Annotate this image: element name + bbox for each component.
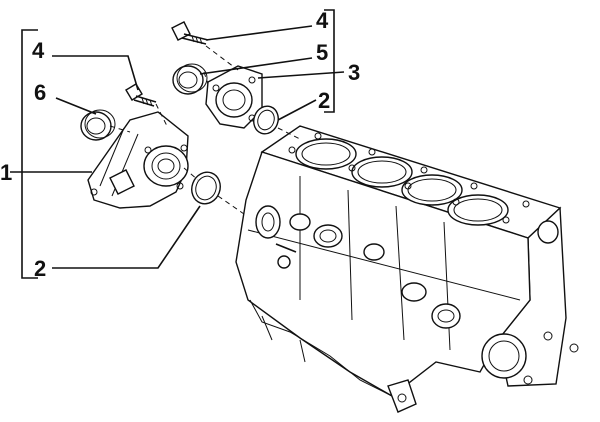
cylinder-bore-4	[447, 194, 509, 226]
group-bracket-3	[324, 9, 335, 113]
cylinder-bore-2	[351, 156, 413, 188]
callout-6: 6	[34, 80, 46, 105]
leader-lines	[10, 25, 345, 269]
crankshaft-seal-bore	[481, 331, 579, 385]
part-5-seal	[172, 63, 208, 95]
assembly-lines	[109, 45, 303, 215]
callout-1: 1	[0, 160, 12, 185]
cylinder-bore-1	[295, 138, 357, 170]
part-4-bolt-left	[125, 83, 157, 107]
part-2-oring-upper	[253, 105, 279, 135]
part-1-water-housing	[87, 111, 189, 209]
callout-4-upper: 4	[316, 8, 329, 33]
callout-3: 3	[348, 60, 360, 85]
block-foot	[387, 379, 417, 413]
cylinder-bore-3	[401, 174, 463, 206]
part-2-oring-lower	[191, 171, 221, 205]
deck-bolt-holes	[288, 132, 530, 224]
block-water-inlet	[255, 205, 297, 269]
callout-5: 5	[316, 40, 328, 65]
callout-2-lower: 2	[34, 256, 46, 281]
part-6-seal	[80, 109, 116, 141]
block-ports	[289, 213, 559, 329]
callout-2-upper: 2	[318, 88, 330, 113]
group-bracket-1	[21, 29, 38, 279]
callout-4-left: 4	[32, 38, 45, 63]
part-4-bolt-upper	[171, 21, 209, 45]
